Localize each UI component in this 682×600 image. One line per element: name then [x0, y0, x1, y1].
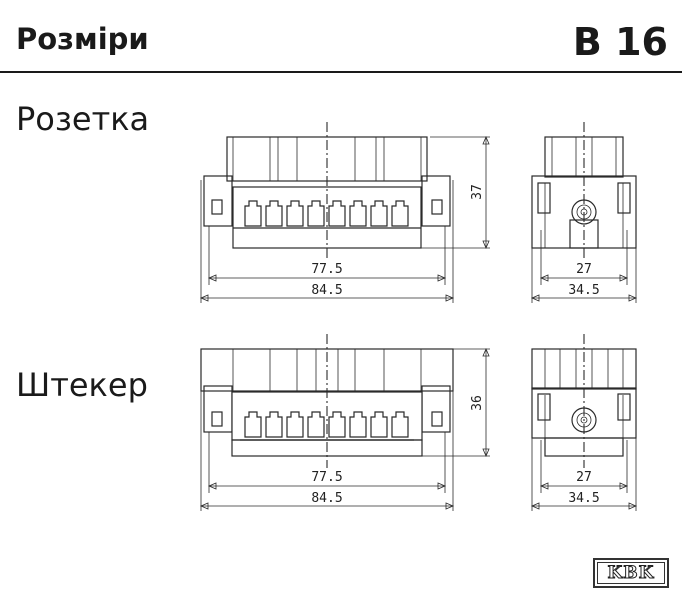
- plug-contacts: [244, 411, 409, 438]
- plug-dim-side-outer: 34.5: [568, 491, 599, 506]
- header-divider: [0, 71, 682, 73]
- socket-dim-side-outer: 34.5: [568, 283, 599, 298]
- socket-dim-outer-width: 84.5: [311, 283, 342, 298]
- plug-dim-outer-width: 84.5: [311, 491, 342, 506]
- page-title: Розміри: [16, 22, 149, 56]
- plug-dim-height: 36: [470, 395, 485, 411]
- socket-dim-side-inner: 27: [576, 262, 592, 277]
- socket-front-view: 77.5 84.5 37: [199, 122, 490, 303]
- plug-front-view: 77.5 84.5 36: [199, 334, 490, 511]
- brand-logo: KBK: [593, 558, 669, 588]
- socket-dim-inner-width: 77.5: [311, 262, 342, 277]
- plug-dim-side-inner: 27: [576, 470, 592, 485]
- socket-side-view: 27 34.5: [530, 122, 638, 303]
- plug-side-view: 27 34.5: [530, 334, 638, 511]
- socket-dim-height: 37: [470, 184, 485, 200]
- section-label-socket: Розетка: [16, 100, 150, 138]
- product-code: B 16: [572, 20, 668, 64]
- section-label-plug: Штекер: [16, 366, 148, 404]
- socket-contacts: [244, 200, 409, 227]
- plug-dim-inner-width: 77.5: [311, 470, 342, 485]
- brand-logo-text: KBK: [597, 562, 665, 584]
